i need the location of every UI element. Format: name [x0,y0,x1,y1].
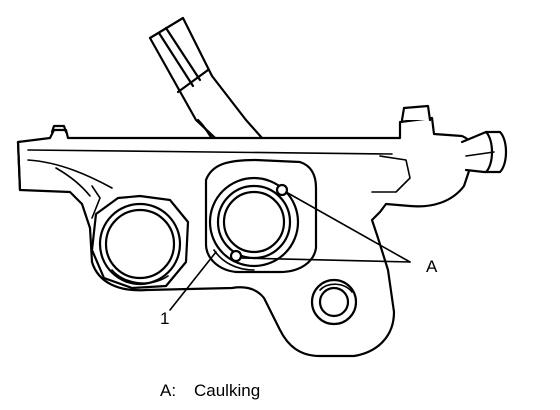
leader-line-1 [169,251,217,311]
lower-boss [310,278,358,326]
bearing-boss [204,158,318,274]
hex-nut [90,194,190,290]
leader-line-a-lower [239,257,411,263]
legend-text: Caulking [194,381,260,400]
callout-a: A [426,257,438,276]
caulk-point-lower [229,249,243,263]
leader-line-a-upper [285,191,411,263]
callout-1: 1 [160,309,169,328]
shaft [148,16,264,152]
side-connector [460,130,508,174]
caulk-point-upper [275,183,289,197]
legend-key: A: [160,381,176,400]
